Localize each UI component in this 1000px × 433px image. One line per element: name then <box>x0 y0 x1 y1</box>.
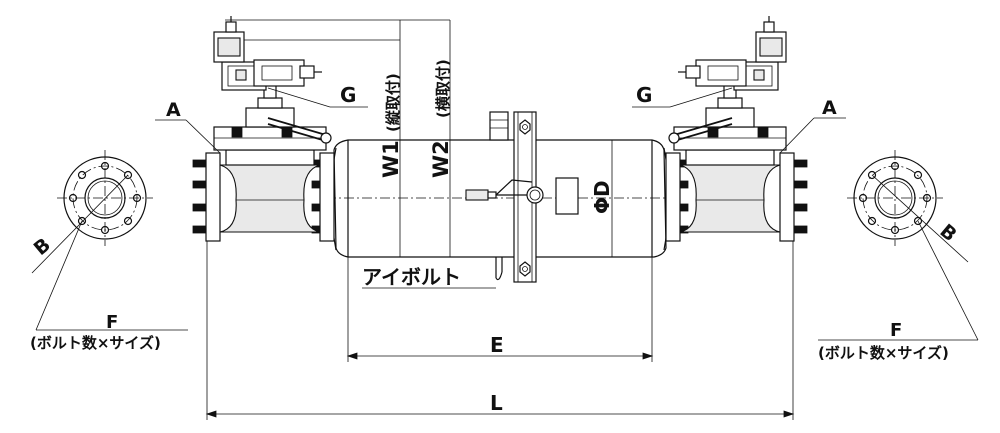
right-valve-assembly: G A <box>632 16 846 242</box>
dimension-e: E <box>346 257 654 362</box>
right-f-note: (ボルト数×サイズ) <box>818 344 949 362</box>
right-f-label: F <box>890 320 902 341</box>
dimension-l: L <box>205 241 795 420</box>
right-a-label: A <box>822 97 837 119</box>
w2-label: W2 <box>429 140 453 178</box>
dimension-e-label: E <box>490 333 504 357</box>
right-b-label: B <box>936 220 961 246</box>
left-f-note: (ボルト数×サイズ) <box>30 334 161 352</box>
right-flange-bolt-holes <box>858 161 932 235</box>
dimension-l-label: L <box>490 391 503 415</box>
left-valve-assembly: G A <box>155 16 368 242</box>
left-g-label: G <box>340 83 356 107</box>
main-vessel: アイボルト W1 (縦取付) W2 (横取付) ΦD <box>225 19 676 289</box>
w2-note: (横取付) <box>434 59 452 118</box>
left-flange-bolt-holes <box>68 161 142 235</box>
left-f-label: F <box>106 312 118 333</box>
right-flange-front-view: B F (ボルト数×サイズ) <box>818 150 979 362</box>
w1-label: W1 <box>379 140 403 178</box>
phi-d-label: ΦD <box>590 180 614 214</box>
eyebolt-label: アイボルト <box>362 265 461 289</box>
left-flange-front-view: B F (ボルト数×サイズ) <box>30 150 188 352</box>
right-g-label: G <box>636 83 652 107</box>
w1-note: (縦取付) <box>384 73 402 132</box>
left-a-label: A <box>166 99 181 121</box>
left-b-label: B <box>30 234 55 260</box>
